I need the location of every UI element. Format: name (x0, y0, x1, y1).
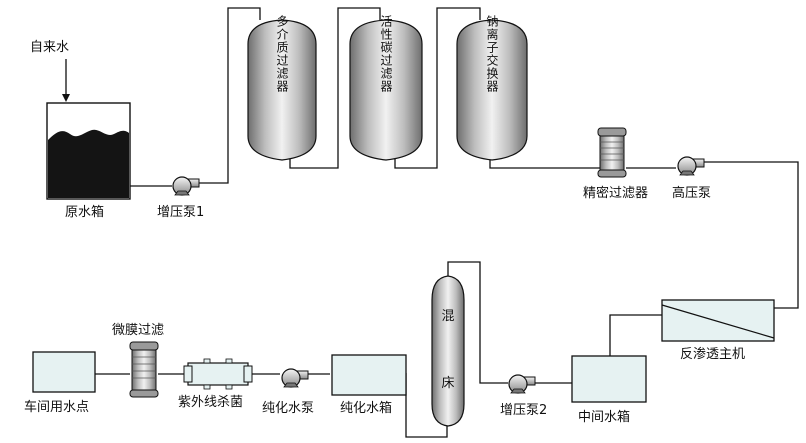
ro-unit-label: 反渗透主机 (680, 347, 745, 362)
mixed-bed-label-top: 混 (441, 309, 454, 324)
precision-filter-icon (597, 127, 627, 178)
pipe-multimedia-to-carbon (289, 7, 381, 169)
booster-pump-2-label: 增压泵2 (500, 403, 547, 418)
pipe-ro-to-intermediate (609, 314, 662, 356)
carbon-filter-vessel: 活性碳过滤器 (349, 15, 423, 161)
mixed-bed-column (431, 275, 465, 427)
carbon-filter-label: 活性碳过滤器 (379, 15, 393, 93)
pure-pump-label: 纯化水泵 (262, 401, 314, 416)
high-pressure-pump-label: 高压泵 (672, 185, 711, 201)
multimedia-filter-vessel: 多介质过滤器 (247, 15, 317, 161)
pipe-pump1-to-multimedia (198, 7, 261, 184)
softener-label: 钠离子交换器 (485, 14, 499, 93)
inlet-arrow-icon (62, 94, 70, 102)
uv-sterilizer-label: 紫外线杀菌 (178, 395, 243, 410)
pure-tank-label: 纯化水箱 (340, 400, 392, 416)
sodium-ion-exchanger-vessel: 钠离子交换器 (456, 14, 528, 161)
booster-pump-2-icon (508, 374, 536, 394)
intermediate-tank (571, 355, 647, 403)
pipe-pump2-to-mixedbed (447, 261, 508, 384)
micro-membrane-filter-icon (129, 341, 159, 398)
reverse-osmosis-unit (661, 299, 775, 342)
pipe-hp-to-ro (702, 161, 799, 309)
precision-filter-label: 精密过滤器 (583, 185, 648, 201)
pipe-carbon-to-softener (394, 7, 481, 169)
pipe-mixedbed-to-puretank (405, 373, 448, 438)
pure-water-tank (331, 354, 407, 396)
micro-filter-label: 微膜过滤 (112, 323, 164, 338)
booster-pump-1-label: 增压泵1 (157, 205, 204, 220)
booster-pump-1-icon (172, 176, 200, 196)
multimedia-filter-label: 多介质过滤器 (275, 15, 289, 93)
intermediate-tank-label: 中间水箱 (578, 409, 630, 425)
workshop-use-point (32, 351, 96, 393)
pipe-softener-to-precision (489, 158, 613, 169)
mixed-bed-label-bottom: 床 (441, 376, 454, 391)
raw-tank-label: 原水箱 (65, 204, 104, 220)
pipes (62, 7, 799, 438)
tap-water-label: 自来水 (30, 40, 69, 55)
pure-water-pump-icon (281, 368, 309, 388)
uv-sterilizer-icon (183, 358, 253, 390)
high-pressure-pump-icon (677, 156, 705, 176)
raw-water-tank (46, 102, 131, 200)
use-point-label: 车间用水点 (24, 399, 89, 415)
